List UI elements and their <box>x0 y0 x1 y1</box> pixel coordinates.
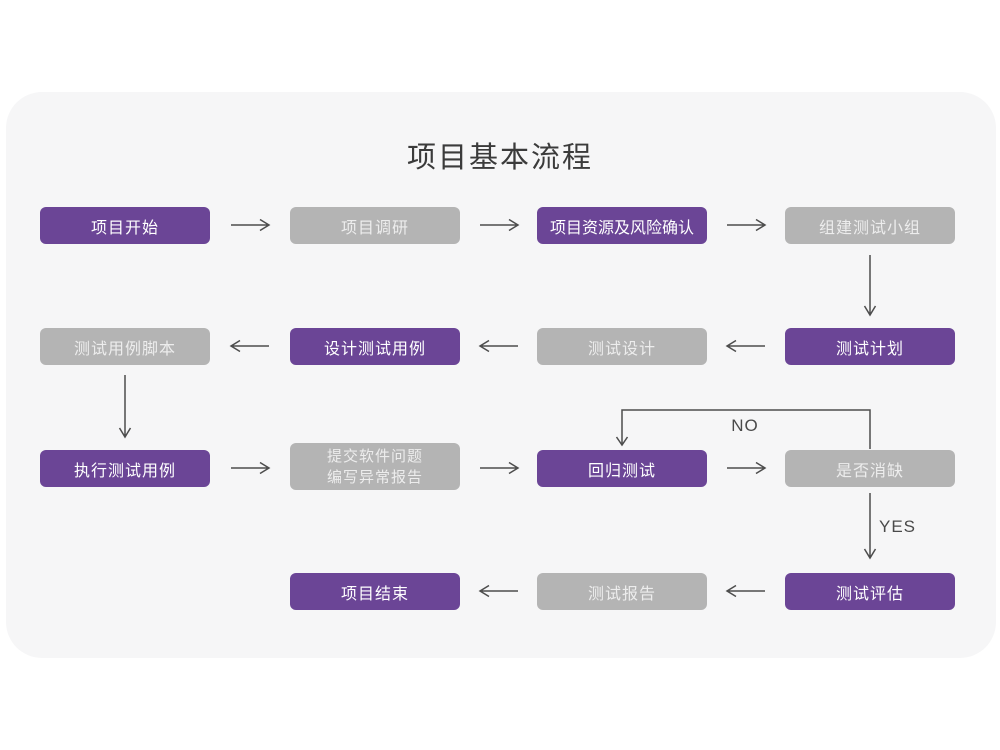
diagram-title: 项目基本流程 <box>406 142 593 174</box>
no-loop-arrow <box>615 409 871 449</box>
flow-node-line-2: 编写异常报告 <box>326 468 423 486</box>
flow-node-test-design: 测试设计 <box>537 328 707 365</box>
arrow-right-icon <box>231 461 271 475</box>
arrow-right-icon <box>231 218 271 232</box>
flow-node-project-end: 项目结束 <box>290 573 460 610</box>
arrow-right-icon <box>480 461 520 475</box>
flow-node-test-evaluation: 测试评估 <box>785 573 955 610</box>
flow-node-test-report: 测试报告 <box>537 573 707 610</box>
flow-node-execute-test-cases: 执行测试用例 <box>40 450 210 487</box>
flow-node-resource-risk-confirm: 项目资源及风险确认 <box>537 207 707 244</box>
arrow-left-icon <box>229 339 269 353</box>
arrow-left-icon <box>725 584 765 598</box>
arrow-down-icon <box>118 375 132 439</box>
flow-node-build-test-team: 组建测试小组 <box>785 207 955 244</box>
flowchart-card <box>6 92 996 658</box>
arrow-left-icon <box>725 339 765 353</box>
edge-label-no: NO <box>731 416 759 435</box>
arrow-right-icon <box>480 218 520 232</box>
edge-label-yes: YES <box>879 517 917 536</box>
arrow-down-icon <box>863 255 877 317</box>
yes-arrow <box>863 493 877 560</box>
flow-node-project-start: 项目开始 <box>40 207 210 244</box>
arrow-right-icon <box>727 461 767 475</box>
arrow-right-icon <box>727 218 767 232</box>
flow-node-test-plan: 测试计划 <box>785 328 955 365</box>
flow-node-design-test-cases: 设计测试用例 <box>290 328 460 365</box>
flow-node-project-research: 项目调研 <box>290 207 460 244</box>
arrow-left-icon <box>478 339 518 353</box>
flow-node-line-1: 提交软件问题 <box>326 447 423 465</box>
flow-node-test-case-script: 测试用例脚本 <box>40 328 210 365</box>
flow-node-regression-test: 回归测试 <box>537 450 707 487</box>
flow-node-defect-cleared: 是否消缺 <box>785 450 955 487</box>
flow-node-submit-issue-report: 提交软件问题 编写异常报告 <box>290 443 460 490</box>
arrow-left-icon <box>478 584 518 598</box>
